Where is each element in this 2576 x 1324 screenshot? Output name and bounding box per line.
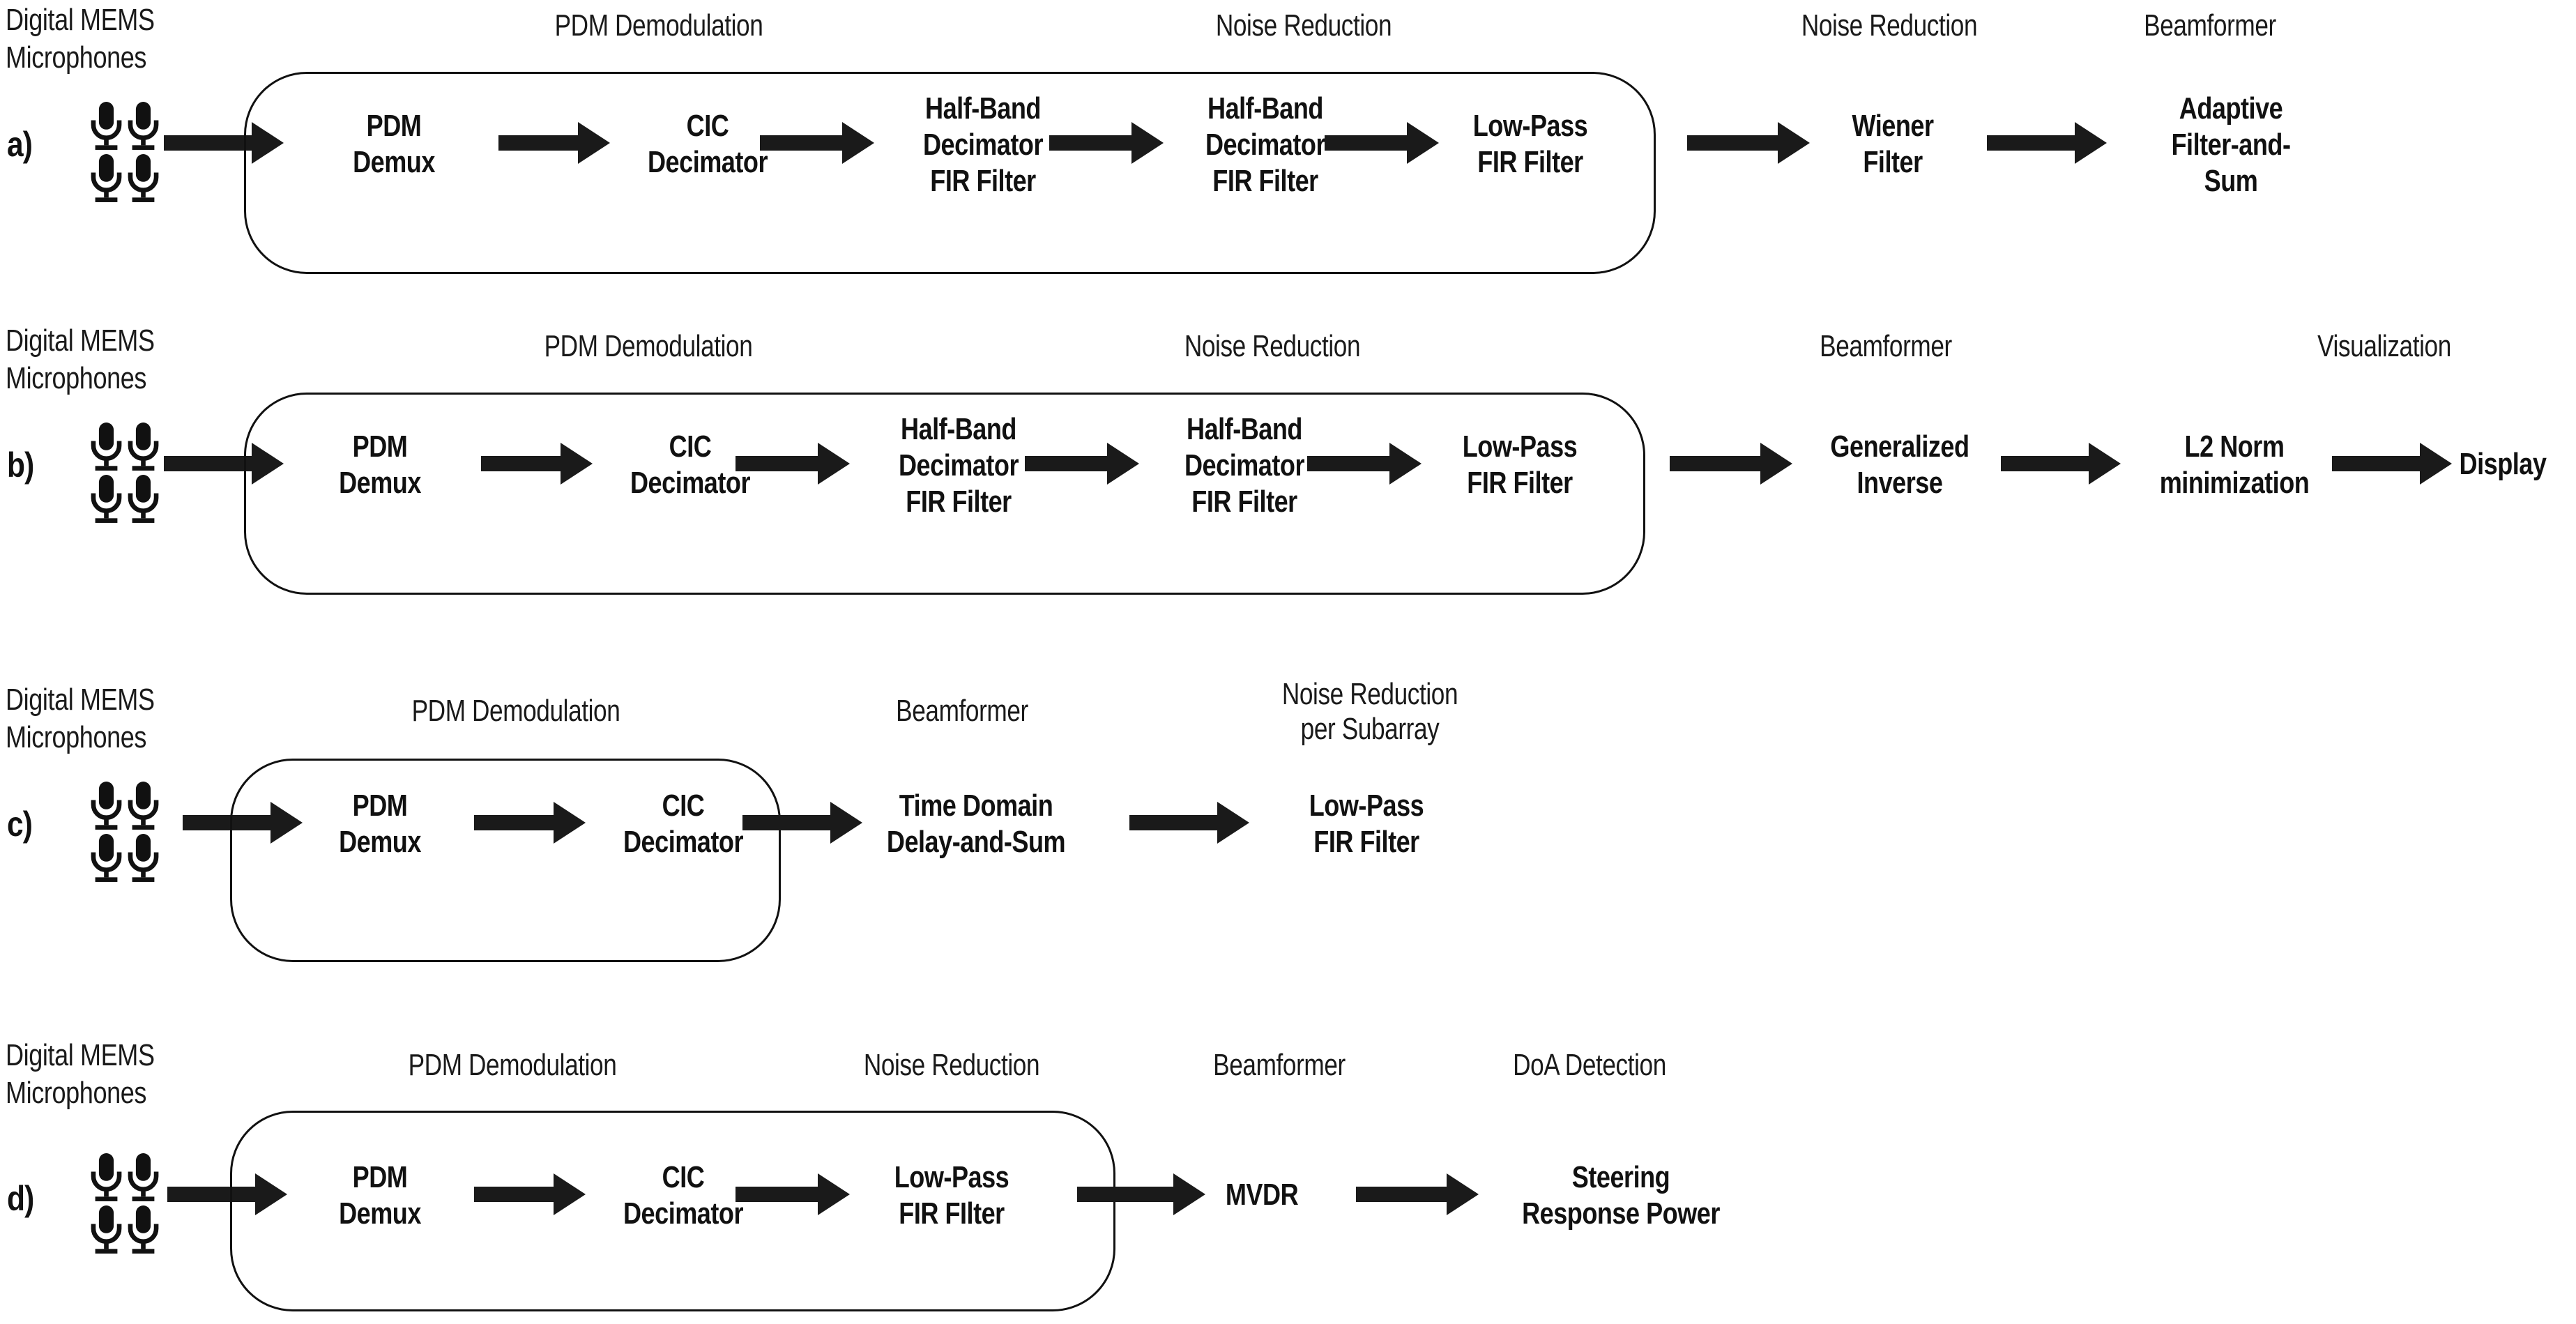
microphone-icon [88,100,125,152]
block-cic-decimator-a: CIC Decimator [647,109,768,179]
microphone-icon [88,1151,125,1203]
microphone-icon [125,473,162,525]
microphone-icon [125,100,162,152]
header-noise-reduction-1-a: Noise Reduction [1215,8,1392,43]
block-generalized-inverse-b: Generalized Inverse [1830,429,1969,500]
header-noise-reduction-per-subarray-c: Noise Reduction per Subarray [1281,677,1458,746]
block-mvdr-d: MVDR [1225,1178,1299,1212]
header-visualization-b: Visualization [2317,329,2451,363]
pdm-demodulation-box-b [244,393,1645,595]
microphone-icon [88,832,125,884]
microphone-icon [125,832,162,884]
block-steering-response-power-d: Steering Response Power [1522,1160,1720,1231]
row-marker-c: c) [7,805,33,844]
header-pdm-demodulation-d: PDM Demodulation [408,1048,617,1082]
pdm-demodulation-box-a [244,72,1656,274]
header-beamformer-b: Beamformer [1820,329,1952,363]
block-cic-decimator-b: CIC Decimator [630,429,751,500]
block-lowpass-fir-filter-c: Low-Pass FIR Filter [1309,789,1424,859]
pdm-demodulation-box-d [230,1111,1115,1311]
header-beamformer-d: Beamformer [1213,1048,1346,1082]
header-beamformer-c: Beamformer [896,694,1028,728]
mic-caption-d: Digital MEMS Microphones [6,1038,155,1110]
microphone-array-b [88,420,162,525]
header-pdm-demodulation-b: PDM Demodulation [544,329,753,363]
microphone-icon [88,473,125,525]
block-l2-norm-minimization-b: L2 Norm minimization [2159,429,2310,500]
block-pdm-demux-a: PDM Demux [353,109,435,179]
block-pdm-demux-c: PDM Demux [339,789,421,859]
mic-caption-c: Digital MEMS Microphones [6,683,155,754]
block-pdm-demux-d: PDM Demux [339,1160,421,1231]
microphone-array-d [88,1151,162,1256]
header-pdm-demodulation-c: PDM Demodulation [411,694,620,728]
microphone-icon [88,779,125,832]
row-marker-d: d) [7,1179,34,1218]
microphone-icon [125,420,162,473]
pipeline-row-b: Digital MEMS Microphones b) PDM Demodula… [0,321,2576,621]
block-display-b: Display [2459,447,2547,481]
header-beamformer-a: Beamformer [2144,8,2276,43]
header-noise-reduction-d: Noise Reduction [863,1048,1040,1082]
block-wiener-filter-a: Wiener Filter [1852,109,1934,179]
pipeline-row-d: Digital MEMS Microphones d) PDM Demodula… [0,1035,2576,1324]
microphone-array-a [88,100,162,204]
microphone-icon [88,1203,125,1256]
block-adaptive-filter-and-sum-a: Adaptive Filter-and- Sum [2171,91,2291,198]
microphone-array-c [88,779,162,884]
header-doa-detection-d: DoA Detection [1513,1048,1666,1082]
block-pdm-demux-b: PDM Demux [339,429,421,500]
block-halfband-2-a: Half-Band Decimator FIR Filter [1205,91,1326,198]
block-halfband-1-a: Half-Band Decimator FIR Filter [922,91,1044,198]
header-pdm-demodulation-a: PDM Demodulation [554,8,763,43]
microphone-icon [125,779,162,832]
mic-caption-a: Digital MEMS Microphones [6,3,155,75]
pdm-demodulation-box-c [230,759,781,962]
header-noise-reduction-b: Noise Reduction [1184,329,1361,363]
header-noise-reduction-2-a: Noise Reduction [1801,8,1978,43]
microphone-icon [125,1151,162,1203]
microphone-icon [125,1203,162,1256]
row-marker-b: b) [7,446,34,485]
block-cic-decimator-c: CIC Decimator [623,789,744,859]
block-lowpass-b: Low-Pass FIR Filter [1462,429,1578,500]
row-marker-a: a) [7,125,33,164]
block-halfband-2-b: Half-Band Decimator FIR Filter [1184,412,1305,519]
microphone-icon [88,152,125,204]
block-lowpass-fir-filter-d: Low-Pass FIR FIlter [894,1160,1009,1231]
block-time-domain-delay-and-sum-c: Time Domain Delay-and-Sum [886,789,1066,859]
block-lowpass-a: Low-Pass FIR Filter [1472,109,1588,179]
block-cic-decimator-d: CIC Decimator [623,1160,744,1231]
pipeline-row-c: Digital MEMS Microphones c) PDM Demodula… [0,677,2576,980]
microphone-icon [88,420,125,473]
microphone-icon [125,152,162,204]
block-halfband-1-b: Half-Band Decimator FIR Filter [898,412,1019,519]
pipeline-row-a: Digital MEMS Microphones a) PDM Demodula… [0,0,2576,300]
mic-caption-b: Digital MEMS Microphones [6,324,155,395]
